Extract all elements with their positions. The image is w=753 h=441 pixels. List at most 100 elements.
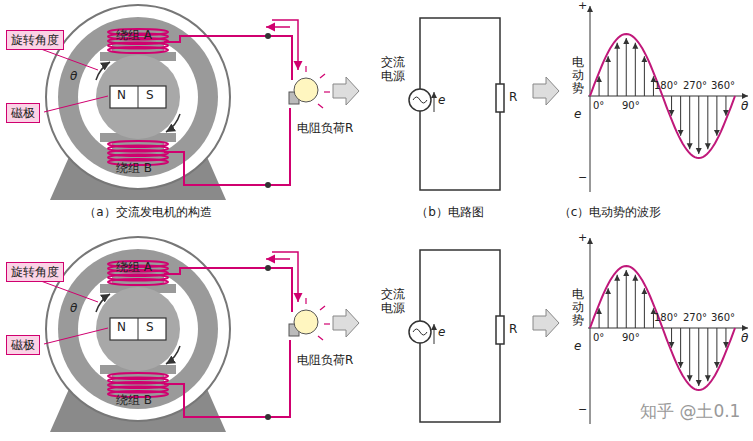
- axis-symbol: θ: [741, 332, 748, 346]
- current-arrow: [266, 26, 290, 28]
- angle-tick: 360°: [711, 80, 735, 92]
- sine-wave: [599, 76, 600, 96]
- bulb-rays: [320, 74, 325, 78]
- magnet-divider: [138, 86, 139, 108]
- source-label: 交流电源: [381, 56, 406, 84]
- callout-text: 磁极: [11, 338, 35, 352]
- angle-tick: 180°: [654, 80, 678, 92]
- angle-symbol: θ: [70, 70, 77, 84]
- flow-arrow: [533, 77, 559, 105]
- pole-letter: N: [117, 89, 126, 103]
- sine-wave: [716, 96, 717, 136]
- bulb-rays: [306, 66, 330, 108]
- sine-wave: [653, 76, 654, 96]
- sine-wave: [626, 38, 627, 96]
- y-axis: [590, 6, 591, 192]
- resistor-label: R: [509, 323, 517, 337]
- axis-sign: −: [578, 404, 587, 417]
- angle-tick: 0°: [593, 332, 604, 344]
- axis-title: 电动势: [572, 288, 584, 328]
- ac-source: [409, 89, 431, 111]
- terminal: [265, 33, 271, 39]
- axis-sign: −: [578, 172, 587, 185]
- angle-tick: 360°: [711, 312, 735, 324]
- signal-name: e: [438, 326, 445, 340]
- caption: （b）电路图: [416, 206, 484, 220]
- housing: [46, 5, 230, 189]
- coil-winding: [108, 29, 168, 165]
- magnet: [110, 86, 166, 108]
- resistor-label: R: [509, 91, 517, 105]
- sine-wave: [707, 96, 708, 149]
- angle-tick: 270°: [683, 80, 707, 92]
- watermark: 知乎 @土0.1: [640, 402, 740, 422]
- generator-row: [30, 237, 748, 432]
- ac-symbol: [413, 97, 427, 103]
- leader-line: [44, 96, 108, 112]
- callout-box: 磁极: [6, 103, 40, 123]
- sine-wave: [698, 96, 699, 154]
- rotation-arrow: [96, 62, 110, 80]
- angle-tick: 90°: [622, 100, 640, 112]
- sine-wave: [608, 56, 609, 96]
- callout-text: 磁极: [11, 106, 35, 120]
- axis-sign: +: [578, 232, 587, 245]
- sine-wave: [590, 34, 735, 158]
- bulb: [294, 78, 318, 102]
- winding-label: 绕组 B: [116, 394, 152, 408]
- current-arrow: [272, 20, 298, 70]
- bulb-rays: [324, 91, 330, 92]
- load-label: 电阻负荷R: [297, 354, 353, 368]
- emf-arrow: [434, 92, 435, 112]
- pole-letter: S: [146, 89, 154, 103]
- axis-title: 电动势: [572, 56, 584, 96]
- coil-winding: [108, 47, 168, 53]
- sine-wave: [725, 96, 726, 116]
- angle-tick: 180°: [654, 312, 678, 324]
- sine-wave: [644, 56, 645, 96]
- bulb-rays: [318, 104, 323, 108]
- winding-label: 绕组 A: [116, 29, 152, 43]
- sine-wave: [680, 96, 681, 136]
- winding-label: 绕组 B: [116, 162, 152, 176]
- callout-box: 磁极: [6, 335, 40, 355]
- axis-symbol: e: [574, 108, 581, 122]
- wire: [164, 152, 268, 185]
- caption: （c）电动势的波形: [559, 206, 662, 220]
- sine-wave: [590, 34, 735, 158]
- axis-symbol: θ: [741, 100, 748, 114]
- sine-wave: [617, 43, 618, 96]
- caption: （a）交流发电机的构造: [84, 206, 211, 220]
- callout-text: 旋转角度: [11, 265, 59, 279]
- angle-tick: 90°: [622, 332, 640, 344]
- callout-box: 旋转角度: [6, 262, 64, 282]
- pole-letter: S: [146, 321, 154, 335]
- sine-wave: [635, 43, 636, 96]
- wire: [268, 108, 290, 185]
- flow-arrow: [333, 77, 359, 105]
- winding-label: 绕组 A: [116, 261, 152, 275]
- stator: [58, 17, 218, 177]
- sine-wave: [671, 96, 672, 116]
- source-label: 交流电源: [381, 288, 406, 316]
- bulb-rays: [305, 66, 306, 72]
- terminal: [265, 182, 271, 188]
- load-label: 电阻负荷R: [297, 122, 353, 136]
- axis-symbol: e: [574, 340, 581, 354]
- signal-name: e: [438, 94, 445, 108]
- callout-box: 旋转角度: [6, 30, 64, 50]
- callout-text: 旋转角度: [11, 33, 59, 47]
- angle-symbol: θ: [70, 302, 77, 316]
- axis-sign: +: [578, 0, 587, 13]
- angle-tick: 270°: [683, 312, 707, 324]
- rotation-arrow: [166, 114, 180, 132]
- wire: [164, 36, 268, 42]
- resistor-symbol: [496, 84, 504, 112]
- pole-letter: N: [117, 321, 126, 335]
- air-gap: [78, 37, 198, 157]
- generator-row: [30, 5, 748, 200]
- rotor: [96, 55, 180, 139]
- angle-tick: 0°: [593, 100, 604, 112]
